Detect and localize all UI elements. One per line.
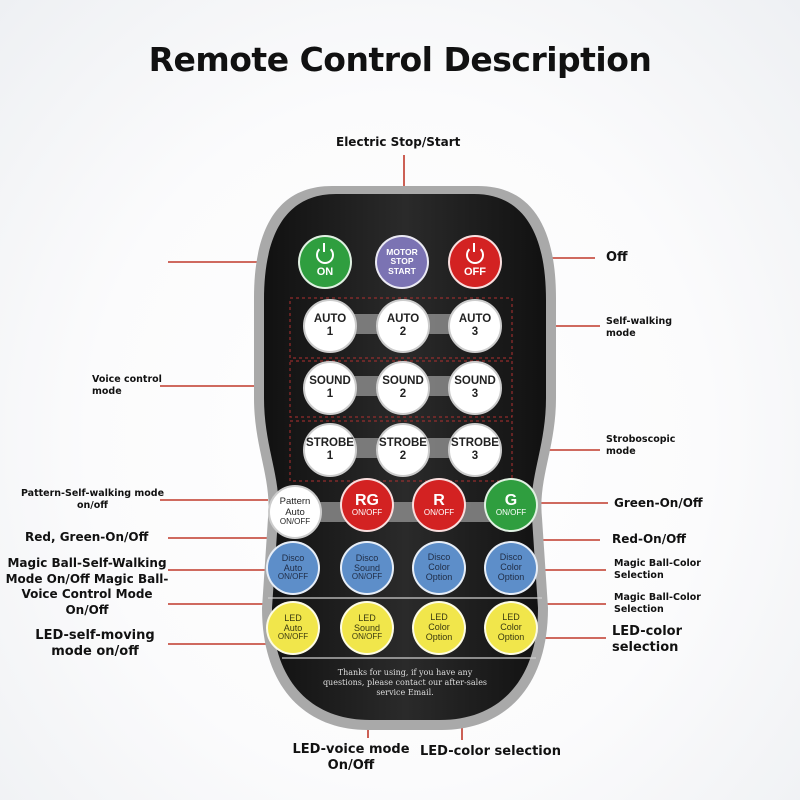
label-green-on-off: Green-On/Off (614, 496, 703, 510)
strobe-1-button[interactable]: STROBE 1 (303, 423, 357, 477)
power-icon (466, 242, 484, 264)
label-voice-control: Voice control mode (92, 374, 162, 397)
page-title: Remote Control Description (148, 40, 652, 79)
label-led-color-bottom: LED-color selection (420, 744, 561, 759)
label-magic-ball-modes: Magic Ball-Self-Walking Mode On/Off Magi… (5, 556, 169, 617)
label-led-self-moving: LED-self-moving mode on/off (35, 628, 155, 660)
label-magic-ball-color-1: Magic Ball-Color Selection (614, 558, 701, 581)
disco-sound-button[interactable]: Disco Sound ON/OFF (340, 541, 394, 595)
label-pattern-self-walking: Pattern-Self-walking mode on/off (20, 488, 165, 511)
sound-2-button[interactable]: SOUND 2 (376, 361, 430, 415)
on-button[interactable]: ON (298, 235, 352, 289)
auto-2-button[interactable]: AUTO 2 (376, 299, 430, 353)
rg-button[interactable]: RG ON/OFF (340, 478, 394, 532)
led-sound-button[interactable]: LED Sound ON/OFF (340, 601, 394, 655)
auto-3-button[interactable]: AUTO 3 (448, 299, 502, 353)
disco-auto-button[interactable]: Disco Auto ON/OFF (266, 541, 320, 595)
disco-color-option-button-1[interactable]: Disco Color Option (412, 541, 466, 595)
pattern-auto-button[interactable]: Pattern Auto ON/OFF (268, 485, 322, 539)
label-magic-ball-color-2: Magic Ball-Color Selection (614, 592, 701, 615)
r-button[interactable]: R ON/OFF (412, 478, 466, 532)
power-icon (316, 242, 334, 264)
disco-color-option-button-2[interactable]: Disco Color Option (484, 541, 538, 595)
sound-3-button[interactable]: SOUND 3 (448, 361, 502, 415)
led-color-option-button-2[interactable]: LED Color Option (484, 601, 538, 655)
label-red-green-on-off: Red, Green-On/Off (25, 530, 149, 544)
label-led-voice-mode: LED-voice mode On/Off (292, 742, 410, 774)
led-color-option-button-1[interactable]: LED Color Option (412, 601, 466, 655)
remote-footer-text: Thanks for using, if you have any questi… (322, 668, 488, 697)
label-stroboscopic: Stroboscopic mode (606, 434, 676, 457)
auto-1-button[interactable]: AUTO 1 (303, 299, 357, 353)
label-led-color-right: LED-color selection (612, 624, 683, 656)
strobe-3-button[interactable]: STROBE 3 (448, 423, 502, 477)
label-electric-stop-start: Electric Stop/Start (336, 135, 461, 149)
motor-stop-start-button[interactable]: MOTOR STOP START (375, 235, 429, 289)
off-button[interactable]: OFF (448, 235, 502, 289)
strobe-2-button[interactable]: STROBE 2 (376, 423, 430, 477)
label-off: Off (606, 250, 628, 265)
g-button[interactable]: G ON/OFF (484, 478, 538, 532)
label-self-walking: Self-walking mode (606, 316, 673, 339)
led-auto-button[interactable]: LED Auto ON/OFF (266, 601, 320, 655)
label-red-on-off: Red-On/Off (612, 532, 686, 546)
sound-1-button[interactable]: SOUND 1 (303, 361, 357, 415)
remote-control: ON MOTOR STOP START OFF AUTO 1 AUTO 2 AU… (242, 178, 568, 738)
